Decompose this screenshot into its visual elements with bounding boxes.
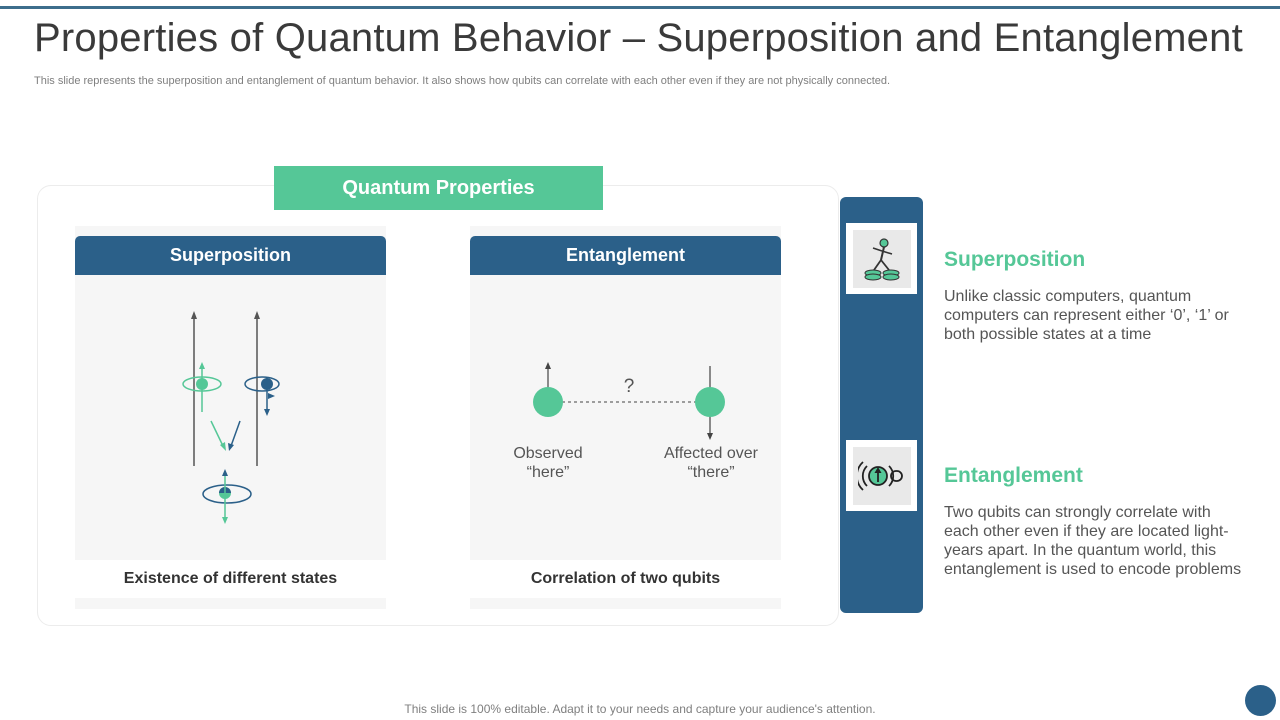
- affected-there-label: Affected over “there”: [646, 444, 776, 482]
- entanglement-panel: Entanglement ? Observed “here” Affected …: [470, 226, 781, 609]
- entanglement-question-mark: ?: [624, 376, 635, 397]
- superposition-caption: Existence of different states: [75, 560, 386, 598]
- entanglement-panel-heading: Entanglement: [470, 236, 781, 275]
- page-subtitle: This slide represents the superposition …: [34, 75, 891, 87]
- superposition-side-heading: Superposition: [944, 248, 1086, 271]
- observed-here-label: Observed “here”: [483, 444, 613, 482]
- affected-label-line1: Affected over: [664, 445, 758, 462]
- superposition-panel-heading: Superposition: [75, 236, 386, 275]
- superposition-diagram: [182, 311, 280, 524]
- entanglement-icon-box: [846, 440, 917, 511]
- superposition-icon-box: [846, 223, 917, 294]
- superposition-panel: Superposition Existence of different sta…: [75, 226, 386, 609]
- linked-circle-icon: [857, 460, 903, 491]
- observed-label-line2: “here”: [526, 464, 570, 481]
- observed-label-line1: Observed: [513, 445, 583, 462]
- page-title: Properties of Quantum Behavior – Superpo…: [34, 16, 1243, 60]
- entanglement-caption: Correlation of two qubits: [470, 560, 781, 598]
- page-indicator-dot: [1245, 685, 1276, 716]
- person-balancing-icon: [864, 237, 899, 280]
- entanglement-side-text: Two qubits can strongly correlate with e…: [944, 504, 1242, 578]
- superposition-side-text: Unlike classic computers, quantum comput…: [944, 288, 1229, 343]
- top-rule: [0, 6, 1280, 9]
- footer-note: This slide is 100% editable. Adapt it to…: [404, 702, 876, 716]
- quantum-properties-banner: Quantum Properties: [274, 166, 603, 210]
- affected-label-line2: “there”: [687, 464, 735, 481]
- entanglement-side-heading: Entanglement: [944, 464, 1083, 487]
- entanglement-diagram: ?: [533, 362, 725, 440]
